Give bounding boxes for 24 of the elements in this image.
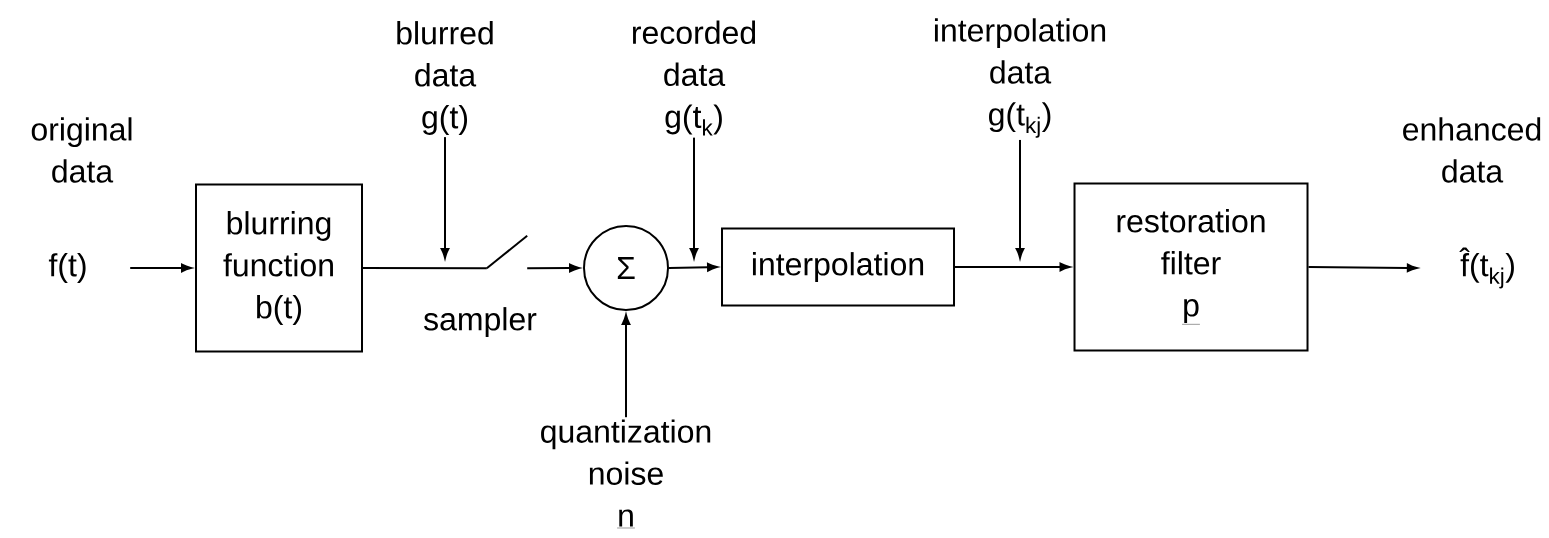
signal-label: quantization noise n <box>541 419 711 529</box>
signal-label: recorded data g(t$_{k}$) <box>633 20 756 136</box>
process-box: restoration filter p <box>1073 182 1309 352</box>
signal-label: blurred data g(t) <box>397 21 493 135</box>
signal-label: interpolation data g(t$_{kj}$) <box>934 18 1106 138</box>
arrow <box>129 263 192 273</box>
input-label: f(t) <box>48 253 86 283</box>
arrow <box>954 262 1071 272</box>
node-caption: enhanced data <box>1403 117 1541 183</box>
arrow <box>1015 138 1025 259</box>
arrow <box>621 314 631 419</box>
arrow <box>689 136 699 259</box>
sampler-switch <box>485 234 529 270</box>
arrow <box>440 136 450 259</box>
node-caption: sampler <box>424 307 537 337</box>
connector-line <box>362 267 488 270</box>
node-caption: original data <box>31 117 132 183</box>
arrow <box>1307 263 1418 273</box>
process-box: blurring function b(t) <box>195 183 363 353</box>
process-box: interpolation <box>721 227 955 307</box>
summing-junction: Σ <box>583 225 669 311</box>
output-label: f̂(t$_{kj}$) <box>1459 247 1514 289</box>
arrow <box>668 262 718 272</box>
arrow <box>526 263 580 273</box>
